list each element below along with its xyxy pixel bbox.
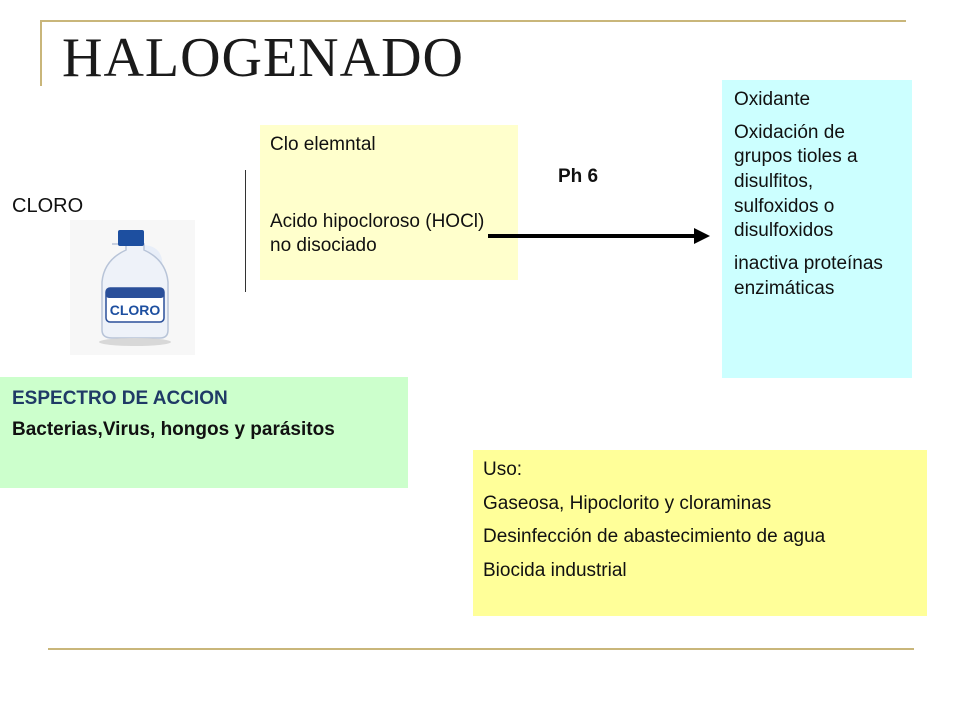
mechanism-item-oxidation: Oxidación de grupos tioles a disulfitos,… (734, 121, 858, 242)
ph-label: Ph 6 (558, 166, 599, 187)
bottle-logo-text: CLORO (110, 302, 161, 318)
uses-item: Desinfección de abastecimiento de agua (483, 526, 826, 548)
cloro-label: CLORO (12, 195, 84, 217)
chlorine-form-elemental: Clo elemntal (270, 134, 376, 155)
uses-box: Uso: Gaseosa, Hipoclorito y cloraminas D… (473, 450, 927, 616)
bleach-bottle-icon: CLORO (70, 220, 195, 355)
bracket-line (245, 170, 246, 292)
uses-item: Gaseosa, Hipoclorito y cloraminas (483, 492, 772, 514)
chlorine-forms-box: Clo elemntal Acido hipocloroso (HOCl) no… (260, 125, 518, 280)
mechanism-box: Oxidante Oxidación de grupos tioles a di… (722, 80, 912, 378)
uses-item: Biocida industrial (483, 560, 627, 582)
spectrum-heading: ESPECTRO DE ACCION (12, 388, 228, 409)
frame-line-bottom (48, 648, 914, 650)
mechanism-item-inactivation: inactiva proteínas enzimáticas (734, 253, 883, 299)
frame-line-left (40, 20, 42, 86)
uses-heading: Uso: (483, 459, 523, 480)
frame-line-top (40, 20, 906, 22)
arrow-right-icon (488, 226, 713, 251)
mechanism-title: Oxidante (734, 89, 811, 110)
spectrum-box: ESPECTRO DE ACCION Bacterias,Virus, hong… (0, 377, 408, 488)
chlorine-form-hocl: Acido hipocloroso (HOCl) no disociado (270, 210, 485, 257)
spectrum-text: Bacterias,Virus, hongos y parásitos (12, 418, 335, 440)
slide-title: HALOGENADO (62, 27, 464, 89)
